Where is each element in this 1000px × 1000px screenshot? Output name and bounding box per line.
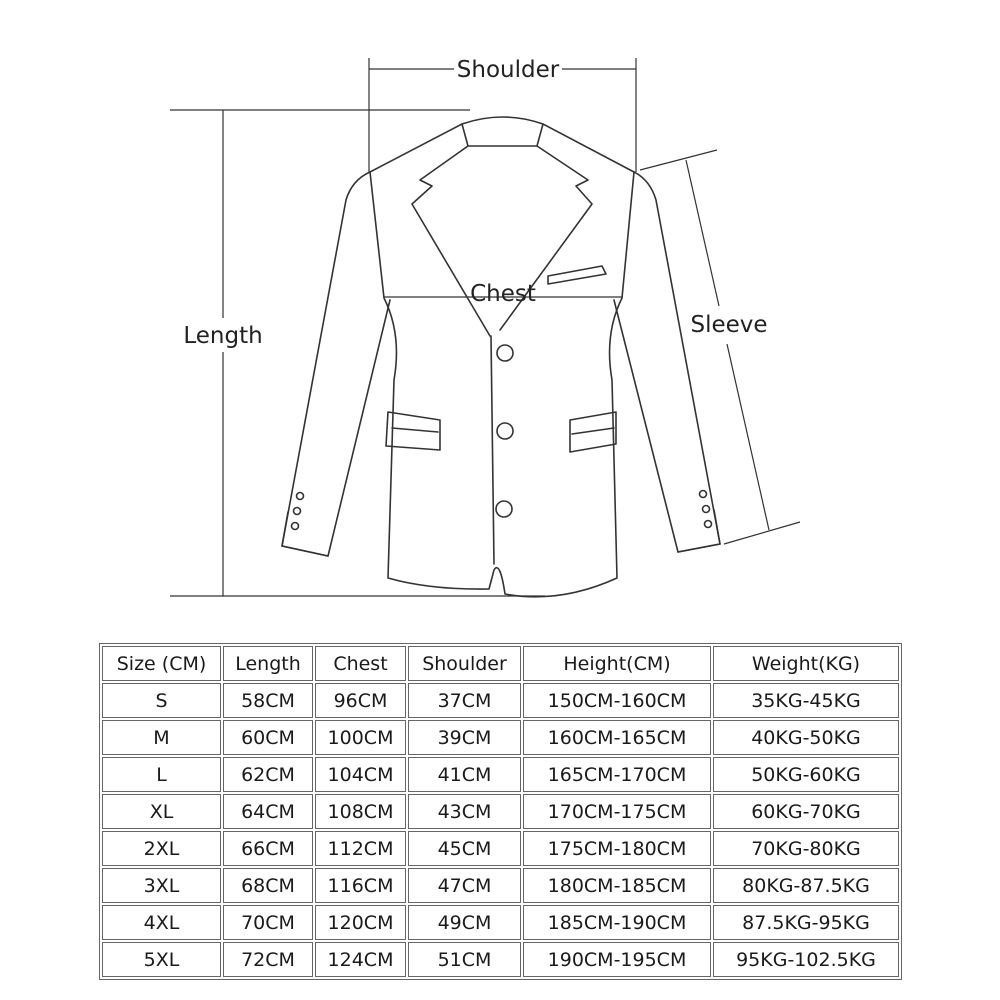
sleeve-line — [726, 343, 770, 531]
cell-height: 175CM-180CM — [523, 831, 711, 866]
cell-shoulder: 43CM — [408, 794, 521, 829]
cell-size: 3XL — [102, 868, 221, 903]
button-icon — [496, 344, 514, 362]
cell-chest: 96CM — [315, 683, 406, 718]
cell-shoulder: 37CM — [408, 683, 521, 718]
button-icon — [495, 500, 513, 518]
cell-length: 72CM — [223, 942, 313, 977]
table-row: M 60CM 100CM 39CM 160CM-165CM 40KG-50KG — [102, 720, 899, 755]
cell-height: 170CM-175CM — [523, 794, 711, 829]
cell-size: 2XL — [102, 831, 221, 866]
cuff-button-icon — [290, 521, 300, 531]
cell-weight: 80KG-87.5KG — [713, 868, 899, 903]
cell-weight: 50KG-60KG — [713, 757, 899, 792]
header-height: Height(CM) — [523, 646, 711, 681]
cell-shoulder: 49CM — [408, 905, 521, 940]
length-label: Length — [183, 323, 262, 349]
cell-length: 58CM — [223, 683, 313, 718]
cuff-button-icon — [295, 491, 305, 501]
cell-shoulder: 47CM — [408, 868, 521, 903]
jacket-sleeve-left — [281, 171, 391, 557]
jacket-collar — [461, 123, 544, 147]
cell-length: 62CM — [223, 757, 313, 792]
cell-shoulder: 45CM — [408, 831, 521, 866]
cell-length: 64CM — [223, 794, 313, 829]
cell-length: 60CM — [223, 720, 313, 755]
table-header-row: Size (CM) Length Chest Shoulder Height(C… — [102, 646, 899, 681]
size-chart-table: Size (CM) Length Chest Shoulder Height(C… — [99, 643, 902, 980]
cell-weight: 95KG-102.5KG — [713, 942, 899, 977]
cell-length: 66CM — [223, 831, 313, 866]
jacket-cuff-left — [281, 511, 329, 557]
cell-chest: 112CM — [315, 831, 406, 866]
header-weight: Weight(KG) — [713, 646, 899, 681]
cell-chest: 100CM — [315, 720, 406, 755]
sleeve-bottom-tick — [723, 521, 801, 545]
table-row: 2XL 66CM 112CM 45CM 175CM-180CM 70KG-80K… — [102, 831, 899, 866]
jacket-pocket-left — [385, 411, 441, 451]
cell-size: L — [102, 757, 221, 792]
cell-size: XL — [102, 794, 221, 829]
cell-weight: 60KG-70KG — [713, 794, 899, 829]
table-row: 5XL 72CM 124CM 51CM 190CM-195CM 95KG-102… — [102, 942, 899, 977]
cell-weight: 40KG-50KG — [713, 720, 899, 755]
cell-size: S — [102, 683, 221, 718]
table-row: 3XL 68CM 116CM 47CM 180CM-185CM 80KG-87.… — [102, 868, 899, 903]
jacket-front-edge — [490, 335, 495, 565]
jacket-cuff-right — [677, 509, 721, 553]
jacket-lapel-right — [499, 145, 593, 331]
cell-size: 4XL — [102, 905, 221, 940]
jacket-buttons — [290, 344, 713, 531]
sleeve-label: Sleeve — [690, 312, 767, 338]
table-row: S 58CM 96CM 37CM 150CM-160CM 35KG-45KG — [102, 683, 899, 718]
jacket-breast-pocket — [547, 265, 607, 285]
jacket-body — [369, 116, 635, 598]
jacket-diagram: Shoulder Chest Length Sleeve — [170, 57, 801, 598]
shoulder-label: Shoulder — [457, 57, 560, 83]
cell-shoulder: 51CM — [408, 942, 521, 977]
header-shoulder: Shoulder — [408, 646, 521, 681]
cell-height: 190CM-195CM — [523, 942, 711, 977]
header-chest: Chest — [315, 646, 406, 681]
cell-chest: 124CM — [315, 942, 406, 977]
cell-height: 180CM-185CM — [523, 868, 711, 903]
header-length: Length — [223, 646, 313, 681]
sleeve-top-tick — [639, 149, 718, 171]
table-row: 4XL 70CM 120CM 49CM 185CM-190CM 87.5KG-9… — [102, 905, 899, 940]
cell-chest: 104CM — [315, 757, 406, 792]
jacket-lapel-left — [411, 145, 491, 337]
jacket-outline — [281, 116, 721, 598]
cell-chest: 120CM — [315, 905, 406, 940]
measurement-lines — [170, 58, 801, 597]
cell-height: 185CM-190CM — [523, 905, 711, 940]
cell-weight: 70KG-80KG — [713, 831, 899, 866]
header-size: Size (CM) — [102, 646, 221, 681]
cell-chest: 116CM — [315, 868, 406, 903]
cell-height: 165CM-170CM — [523, 757, 711, 792]
cell-shoulder: 41CM — [408, 757, 521, 792]
table-row: XL 64CM 108CM 43CM 170CM-175CM 60KG-70KG — [102, 794, 899, 829]
cell-size: M — [102, 720, 221, 755]
cuff-button-icon — [698, 489, 708, 499]
cell-chest: 108CM — [315, 794, 406, 829]
cell-length: 68CM — [223, 868, 313, 903]
cuff-button-icon — [701, 504, 711, 514]
jacket-sleeve-right — [613, 171, 721, 553]
cuff-button-icon — [703, 519, 713, 529]
sleeve-line — [685, 159, 720, 307]
jacket-pocket-right — [569, 411, 617, 453]
table-row: L 62CM 104CM 41CM 165CM-170CM 50KG-60KG — [102, 757, 899, 792]
chest-label: Chest — [470, 281, 536, 307]
cell-height: 160CM-165CM — [523, 720, 711, 755]
cell-height: 150CM-160CM — [523, 683, 711, 718]
cell-length: 70CM — [223, 905, 313, 940]
cell-weight: 87.5KG-95KG — [713, 905, 899, 940]
cuff-button-icon — [292, 506, 302, 516]
cell-shoulder: 39CM — [408, 720, 521, 755]
cell-size: 5XL — [102, 942, 221, 977]
cell-weight: 35KG-45KG — [713, 683, 899, 718]
button-icon — [496, 422, 514, 440]
